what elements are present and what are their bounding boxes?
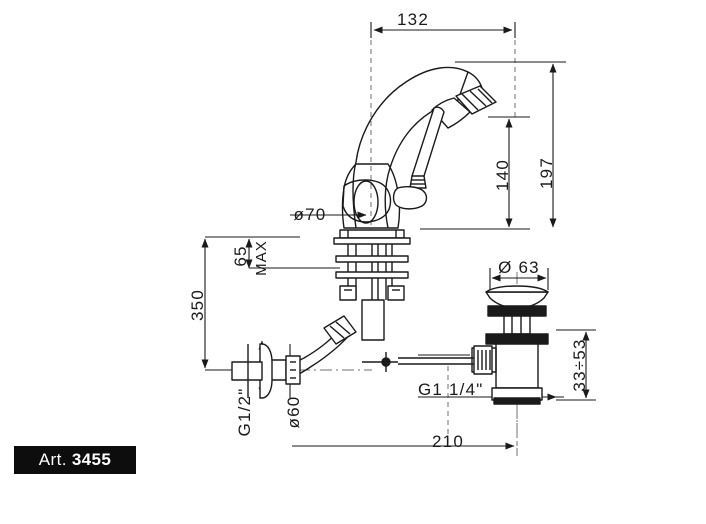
lever-handle-collar <box>409 175 427 189</box>
waste-cap-seal <box>487 305 547 317</box>
article-number: 3455 <box>71 450 112 469</box>
article-prefix: Art. <box>38 450 67 469</box>
label-base-diameter: ø70 <box>294 205 327 224</box>
mounting-washer-upper <box>335 255 409 263</box>
mounting-nut-right <box>387 285 405 301</box>
mounting-nut-left <box>339 285 357 301</box>
supply-connection <box>231 315 357 399</box>
aerator-rib-1 <box>461 93 479 111</box>
handle-ball-joint <box>392 185 428 210</box>
label-total-height: 197 <box>537 157 556 189</box>
label-waste-flange-diameter: Ø 63 <box>498 258 540 277</box>
cartridge-ellipse <box>353 180 379 224</box>
article-label-badge: Art. 3455 <box>14 446 136 474</box>
aerator-outlet <box>455 85 497 115</box>
waste-body <box>495 343 539 389</box>
lever-handle-stem <box>411 106 445 182</box>
label-waste-adjust-range: 33÷53 <box>570 338 589 391</box>
label-waste-offset: 210 <box>432 432 464 451</box>
aerator-rib-3 <box>477 88 493 104</box>
label-spout-height: 140 <box>493 159 512 191</box>
pop-up-waste-assembly <box>362 285 549 405</box>
label-deck-thickness-note: MAX <box>253 240 270 276</box>
wall-escutcheon <box>259 343 273 399</box>
faucet-assembly <box>333 66 497 341</box>
label-escutcheon-diameter: ø60 <box>284 396 303 429</box>
hose-coupling-nut <box>323 315 357 345</box>
waste-stem-collar <box>503 315 531 335</box>
label-supply-thread: G1/2" <box>235 388 254 437</box>
coupling-rib-1 <box>329 325 345 339</box>
inlet-shank <box>361 299 385 341</box>
spout-outer-curve <box>352 66 469 229</box>
label-supply-length: 350 <box>188 289 207 321</box>
dimension-labels: 132 197 140 ø70 65 MAX 350 ø60 G1/2" Ø 6… <box>188 10 589 451</box>
base-flange-top <box>339 229 405 239</box>
label-waste-thread: G1 1/4" <box>418 380 483 399</box>
waste-body-shoulder <box>485 333 549 345</box>
dimension-lines <box>201 22 596 450</box>
coupling-rib-2 <box>335 321 351 335</box>
waste-cap-dome <box>485 285 549 293</box>
mounting-washer-lower <box>335 271 409 279</box>
escutcheon-stem <box>231 361 263 381</box>
label-spout-reach: 132 <box>397 10 429 29</box>
aerator-rib-2 <box>469 90 487 107</box>
cartridge-housing <box>342 179 392 223</box>
base-flange-bottom <box>333 237 411 245</box>
waste-outlet-seal <box>493 397 541 405</box>
label-deck-thickness-max: 65 <box>231 245 250 266</box>
